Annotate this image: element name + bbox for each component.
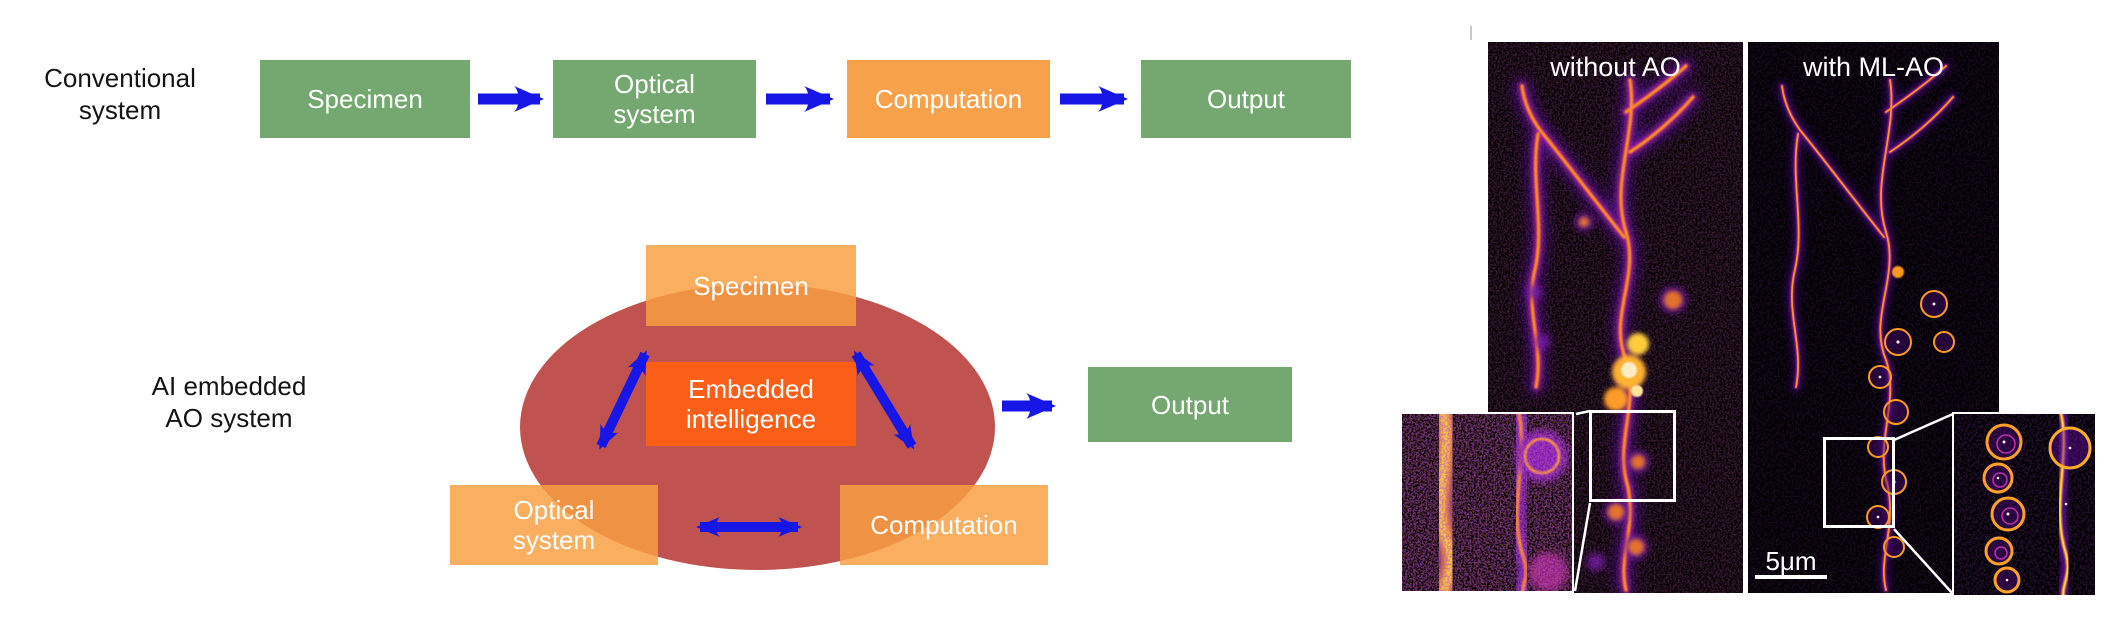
- ao-box-embedded-intelligence: Embedded intelligence: [646, 362, 856, 446]
- flow-box-computation: Computation: [847, 60, 1050, 138]
- zoom-inset-image-left: [1402, 414, 1572, 591]
- conventional-system-label: Conventional system: [44, 63, 196, 125]
- ao-box-specimen: Specimen: [646, 245, 856, 326]
- panel-label-without-ao: without AO: [1550, 52, 1681, 82]
- zoom-inset-with-ml-ao: [1952, 412, 2097, 597]
- roi-box-without-ao: [1589, 410, 1676, 502]
- page-artifact-tick: [1470, 26, 1472, 40]
- ai-system-label: AI embedded AO system: [151, 371, 307, 433]
- ao-box-optical-system: Optical system: [450, 485, 658, 565]
- scale-bar-label: 5μm: [1765, 546, 1817, 576]
- scale-bar: [1755, 575, 1827, 579]
- flow-box-optical-system: Optical system: [553, 60, 756, 138]
- ao-box-computation: Computation: [840, 485, 1048, 565]
- ao-box-output: Output: [1088, 367, 1292, 442]
- flow-box-specimen: Specimen: [260, 60, 470, 138]
- zoom-inset-image-right: [1954, 414, 2095, 595]
- panel-label-with-ml-ao: with ML-AO: [1802, 52, 1945, 82]
- roi-box-with-ml-ao: [1823, 437, 1895, 528]
- flow-box-output: Output: [1141, 60, 1351, 138]
- zoom-inset-without-ao: [1400, 412, 1574, 593]
